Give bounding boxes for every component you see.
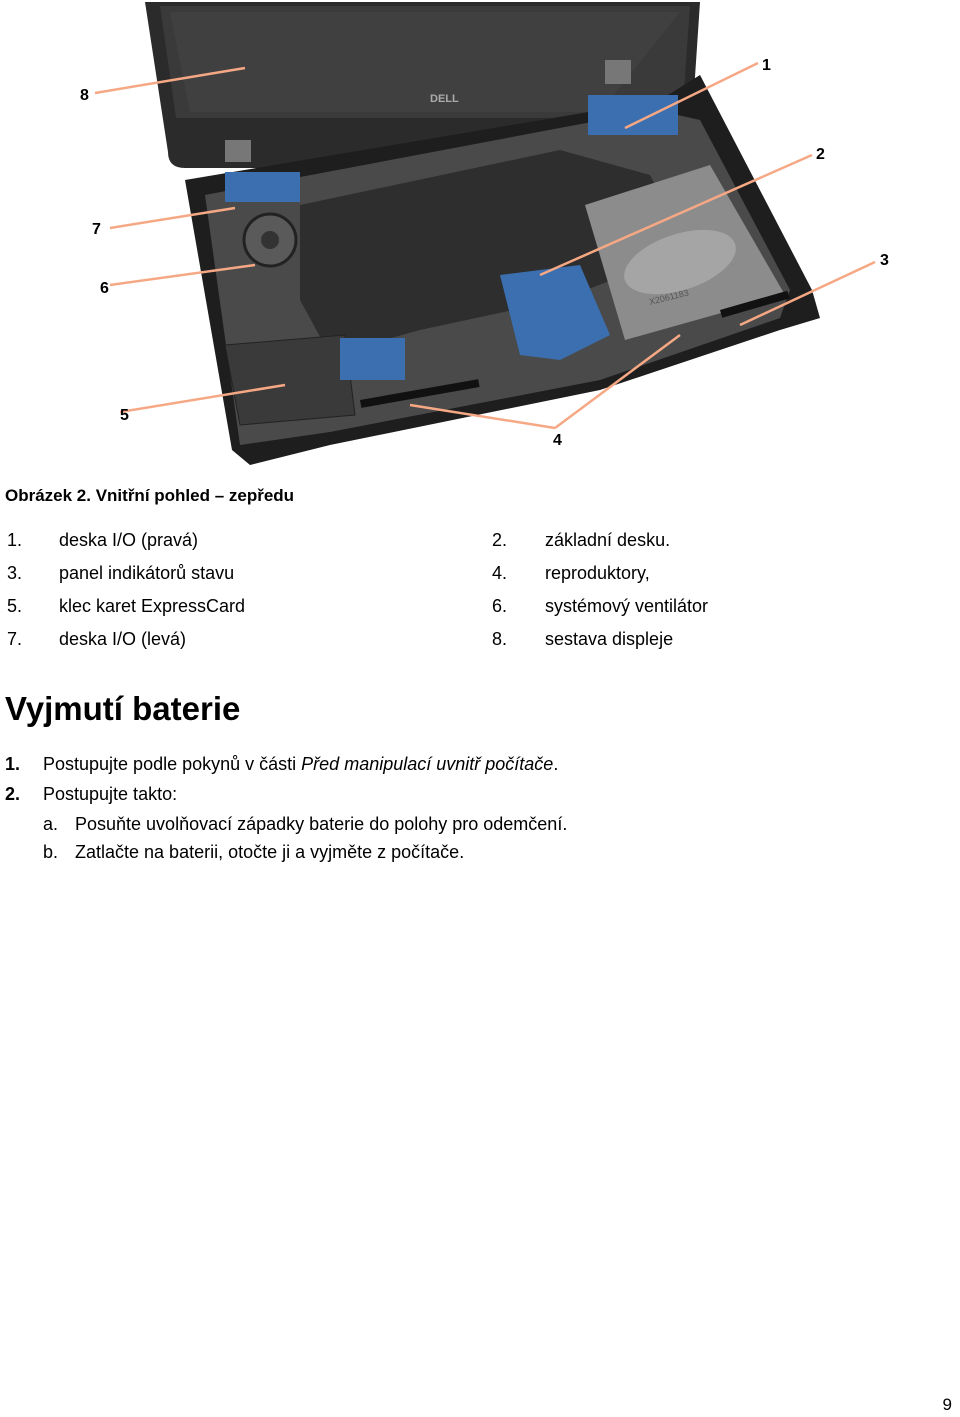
- substep-a: a. Posuňte uvolňovací západky baterie do…: [0, 812, 960, 840]
- legend-number: 8.: [492, 629, 508, 649]
- motherboard-section: [500, 265, 610, 360]
- substep-text: Posuňte uvolňovací západky baterie do po…: [75, 814, 568, 834]
- page-number: 9: [942, 1395, 952, 1414]
- substep-letter: a.: [43, 814, 59, 834]
- status-indicator-panel: [720, 290, 790, 318]
- legend-label: systémový ventilátor: [545, 596, 709, 616]
- substep-text: Zatlačte na baterii, otočte ji a vyjměte…: [75, 842, 465, 862]
- step-2: 2. Postupujte takto:: [0, 782, 960, 812]
- section-title: Vyjmutí baterie: [5, 690, 241, 727]
- callout-1: 1: [762, 57, 771, 74]
- step-number: 2.: [5, 784, 21, 804]
- callout-8: 8: [80, 87, 89, 104]
- legend-number: 5.: [7, 596, 23, 616]
- callout-6: 6: [100, 280, 109, 297]
- legend-number: 4.: [492, 563, 508, 583]
- legend-label: deska I/O (levá): [59, 629, 187, 649]
- speaker: [360, 379, 480, 408]
- small-board: [340, 338, 405, 380]
- step-link-text[interactable]: Před manipulací uvnitř počítače: [301, 754, 554, 774]
- legend-number: 1.: [7, 530, 23, 550]
- substep-letter: b.: [43, 842, 59, 862]
- legend-row: 1. deska I/O (pravá) 2. základní desku.: [0, 528, 960, 561]
- steps-list: 1. Postupujte podle pokynů v části Před …: [0, 752, 960, 868]
- callout-2: 2: [816, 146, 825, 163]
- step-text: Postupujte takto:: [43, 784, 178, 804]
- right-hinge: [605, 60, 631, 84]
- legend-label: sestava displeje: [545, 629, 674, 649]
- legend-number: 6.: [492, 596, 508, 616]
- substep-b: b. Zatlačte na baterii, otočte ji a vyjm…: [0, 840, 960, 868]
- step-1: 1. Postupujte podle pokynů v části Před …: [0, 752, 960, 782]
- brand-logo: DELL: [430, 93, 459, 105]
- left-io-board: [225, 172, 300, 202]
- legend-row: 7. deska I/O (levá) 8. sestava displeje: [0, 627, 960, 660]
- callout-7: 7: [92, 221, 101, 238]
- callout-4: 4: [553, 432, 562, 449]
- legend-row: 5. klec karet ExpressCard 6. systémový v…: [0, 594, 960, 627]
- step-number: 1.: [5, 754, 21, 774]
- legend-number: 3.: [7, 563, 23, 583]
- legend-label: klec karet ExpressCard: [59, 596, 246, 616]
- expresscard-cage: [224, 334, 356, 426]
- legend-number: 7.: [7, 629, 23, 649]
- callout-5: 5: [120, 407, 129, 424]
- figure-legend: 1. deska I/O (pravá) 2. základní desku. …: [0, 528, 960, 660]
- step-text: Postupujte podle pokynů v části Před man…: [43, 754, 559, 774]
- callout-lines: [94, 61, 876, 430]
- legend-number: 2.: [492, 530, 508, 550]
- figure-caption: Obrázek 2. Vnitřní pohled – zepředu: [5, 486, 295, 505]
- laptop-interior-figure: DELL X2061183 1 2 3 4 5 6 7 8: [80, 2, 889, 465]
- left-hinge: [225, 140, 251, 162]
- right-io-board: [588, 95, 678, 135]
- legend-row: 3. panel indikátorů stavu 4. reproduktor…: [0, 561, 960, 594]
- legend-label: základní desku.: [545, 530, 671, 550]
- legend-label: panel indikátorů stavu: [59, 563, 235, 583]
- callout-3: 3: [880, 252, 889, 269]
- shield-foil: [300, 150, 690, 355]
- legend-label: reproduktory,: [545, 563, 650, 583]
- legend-label: deska I/O (pravá): [59, 530, 199, 550]
